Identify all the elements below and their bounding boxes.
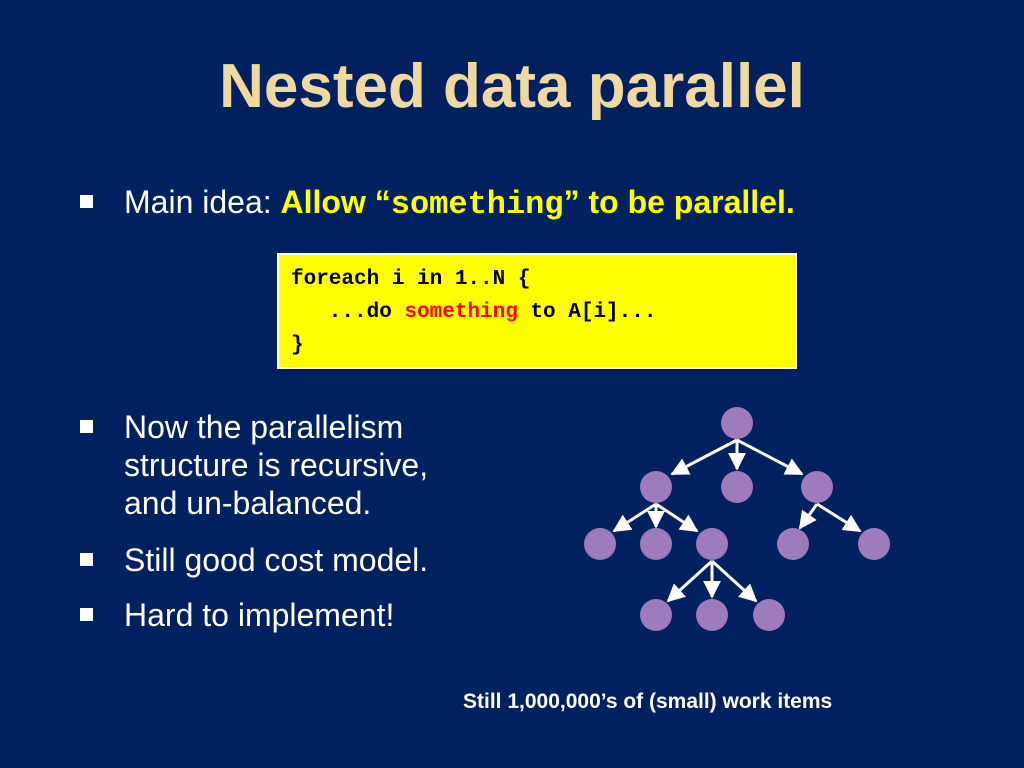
code-line-1: foreach i in 1..N {	[291, 268, 531, 291]
tree-node	[696, 599, 728, 631]
tree-edge	[612, 502, 657, 533]
slide-title: Nested data parallel	[219, 52, 805, 121]
bullet-hard: Hard to implement!	[80, 596, 520, 636]
bullet-main-idea-highlight-a: Allow “	[280, 184, 391, 220]
tree-edge	[670, 438, 738, 476]
code-line-3: }	[291, 334, 304, 357]
square-bullet-icon	[80, 608, 93, 621]
tree-edge	[666, 559, 714, 603]
tree-node	[721, 471, 753, 503]
bullet-recursive-line-1: Now the parallelism	[124, 409, 404, 445]
caption: Still 1,000,000’s of (small) work items	[463, 690, 833, 713]
tree-node	[801, 471, 833, 503]
tree-node-root	[721, 407, 753, 439]
recursive-tree-diagram	[584, 407, 890, 631]
code-line-2a: ...do	[291, 301, 405, 324]
tree-node	[640, 528, 672, 560]
tree-edge	[736, 438, 804, 476]
bullet-main-idea-highlight-b: ” to be parallel.	[563, 184, 795, 220]
tree-node	[584, 528, 616, 560]
bullet-main-idea: Main idea: Allow “something” to be paral…	[80, 183, 980, 223]
bullet-recursive-line-3: and un-balanced.	[124, 485, 372, 521]
square-bullet-icon	[80, 195, 93, 208]
code-box: foreach i in 1..N { ...do something to A…	[277, 253, 797, 369]
tree-edge	[655, 502, 699, 533]
bullet-cost-model-text: Still good cost model.	[124, 542, 429, 578]
square-bullet-icon	[80, 553, 93, 566]
bullet-recursive: Now the parallelism structure is recursi…	[80, 408, 520, 528]
code-line-2b: to A[i]...	[517, 301, 657, 324]
bullet-main-idea-text: Main idea: Allow “something” to be paral…	[124, 183, 795, 224]
tree-node	[640, 599, 672, 631]
bullet-recursive-line-2: structure is recursive,	[124, 447, 429, 483]
tree-node	[696, 528, 728, 560]
bullet-cost-model: Still good cost model.	[80, 541, 520, 581]
bullet-main-idea-highlight-mono: something	[390, 186, 564, 223]
tree-node	[858, 528, 890, 560]
tree-node	[640, 471, 672, 503]
square-bullet-icon	[80, 420, 93, 433]
tree-node	[777, 528, 809, 560]
bullet-main-idea-prefix: Main idea:	[124, 184, 281, 220]
tree-edge	[798, 503, 819, 530]
bullet-hard-text: Hard to implement!	[124, 597, 395, 633]
tree-edge	[710, 559, 758, 603]
tree-nodes	[584, 407, 890, 631]
tree-node	[753, 599, 785, 631]
code-line-2-highlight: something	[404, 301, 518, 324]
tree-edge	[816, 502, 862, 533]
tree-edges	[612, 438, 862, 603]
